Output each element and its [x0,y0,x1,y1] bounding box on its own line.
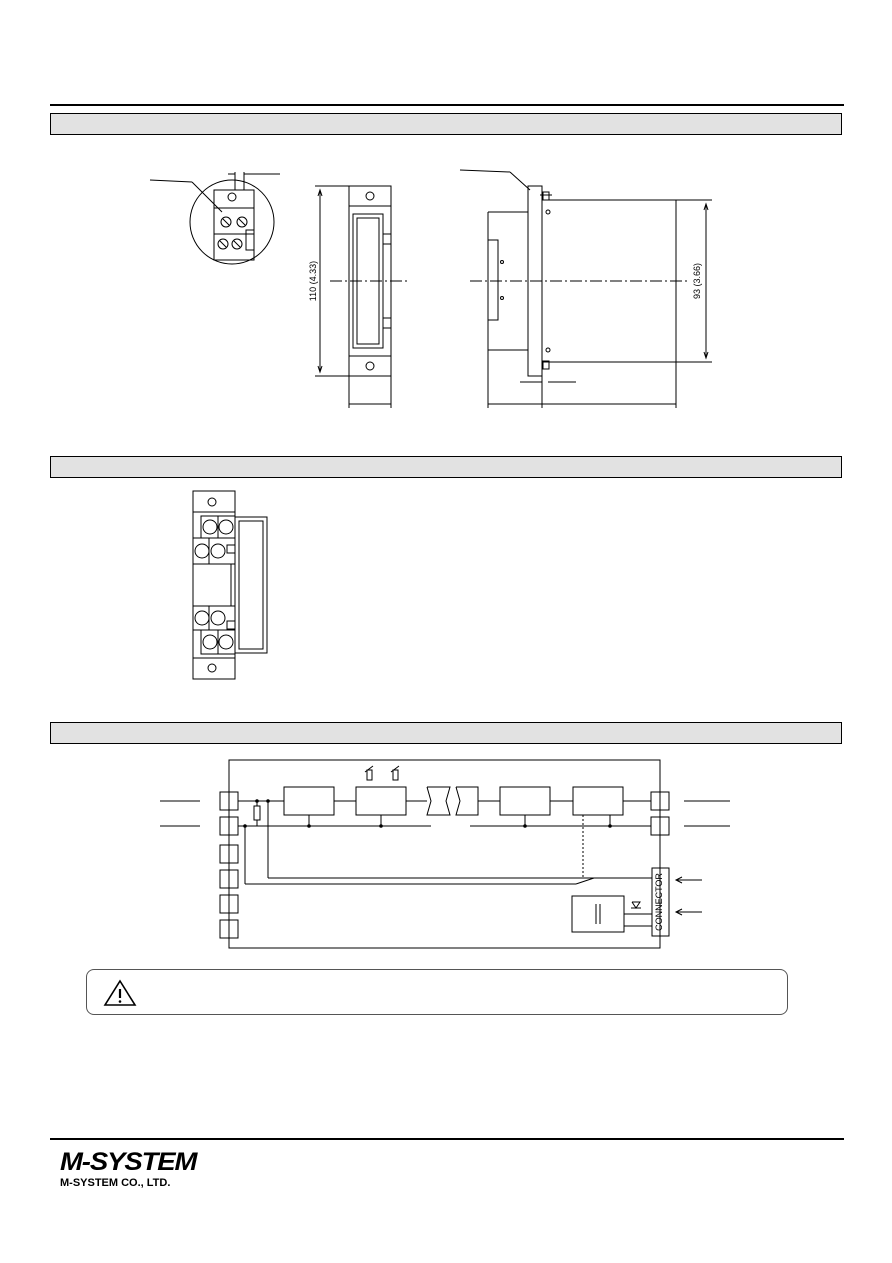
block-diagram [160,759,730,949]
caution-box [86,969,788,1015]
height-dimension-label: 110 (4.33) [308,261,318,301]
side-view [459,169,712,408]
section-header-terminal-assignments [50,456,842,478]
brand-name: M-SYSTEM [60,1148,197,1176]
bottom-rule [50,1138,844,1140]
top-rule [50,104,844,106]
terminal-detail-view [149,172,280,265]
section-header-schematic [50,722,842,744]
warning-triangle-icon [103,979,137,1006]
depth-dimension-label: 93 (3.66) [692,263,702,299]
connector-label: CONNECTOR [654,873,664,931]
front-view [315,185,408,408]
company-logo: M-SYSTEM M-SYSTEM CO., LTD. [60,1150,197,1190]
terminal-layout-view [192,490,268,680]
section-header-dimensions [50,113,842,135]
company-name: M-SYSTEM CO., LTD. [60,1177,171,1189]
